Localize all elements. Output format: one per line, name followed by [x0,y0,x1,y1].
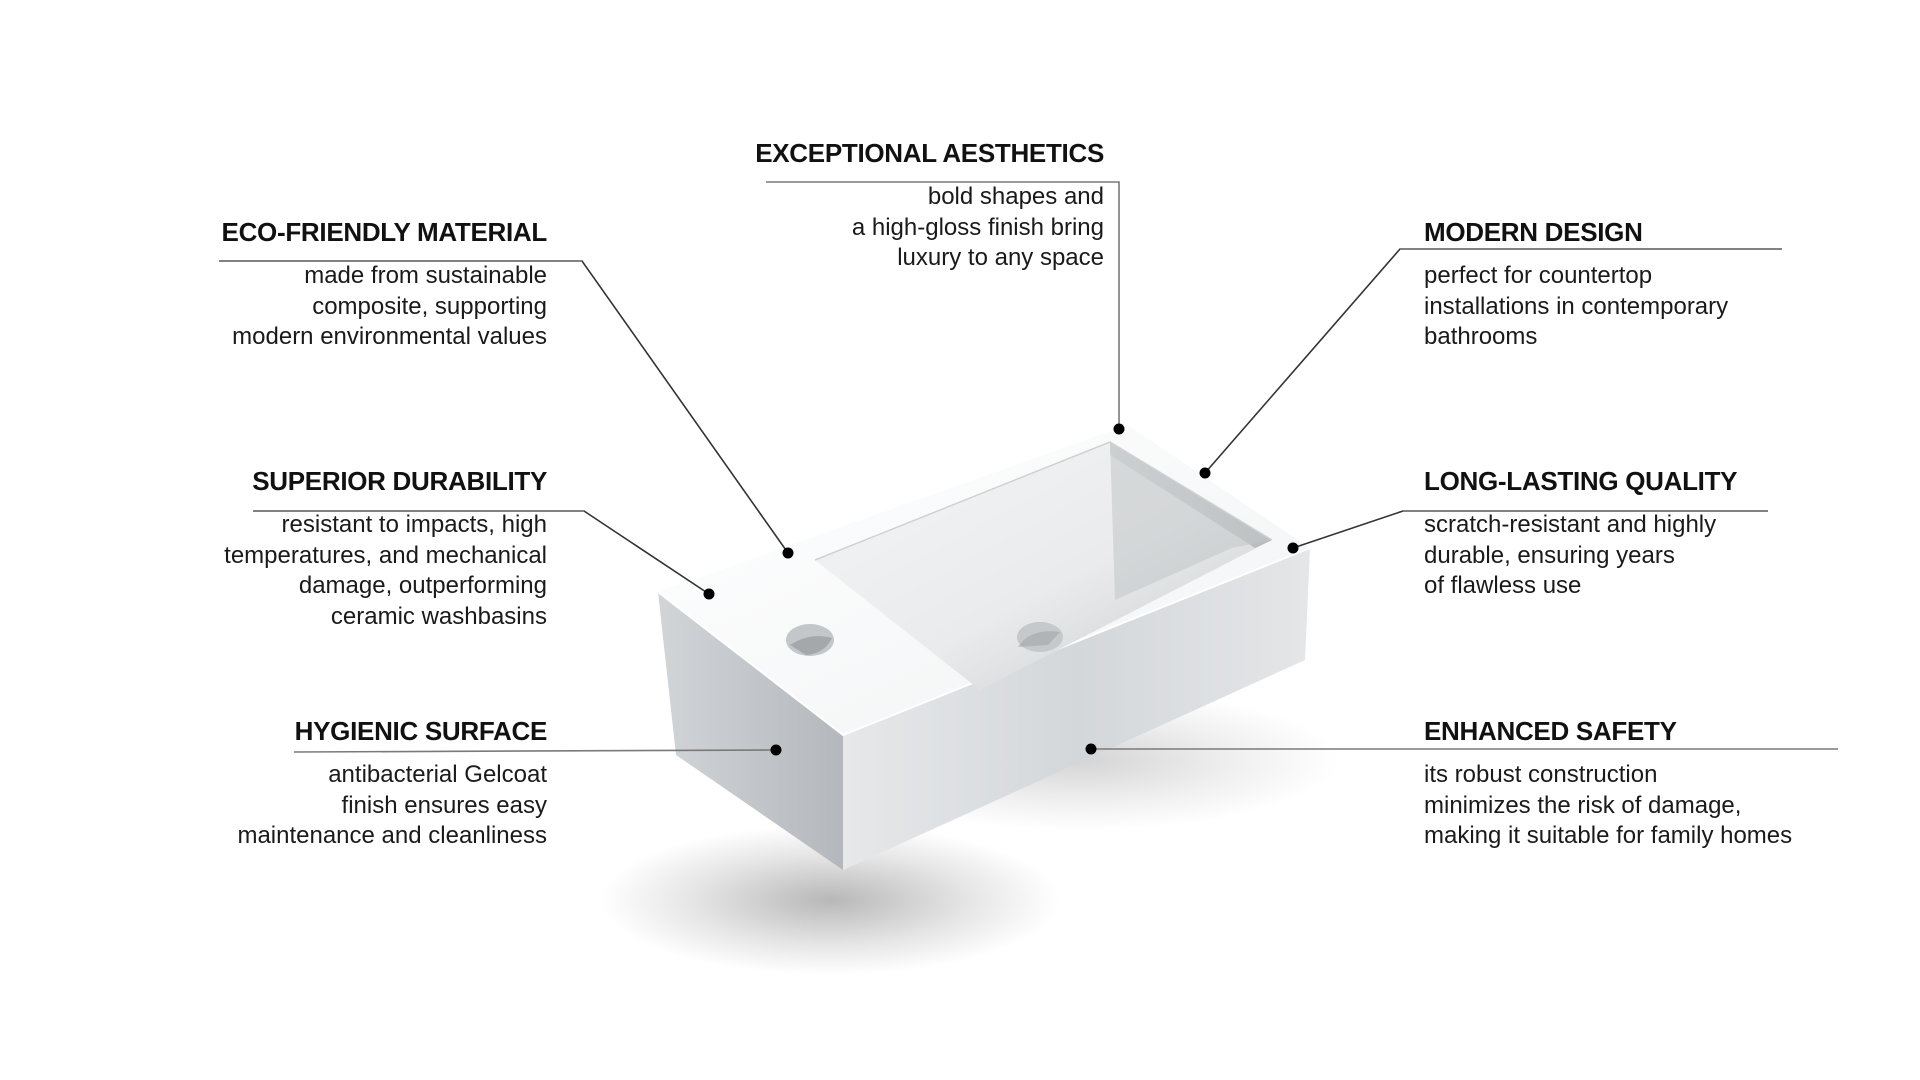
leader-line-hygienic [293,749,777,753]
callout-body: antibacterial Gelcoat finish ensures eas… [237,760,547,852]
leader-line-aesthetics [766,181,1120,429]
callout-line: maintenance and cleanliness [237,822,547,849]
callout-body: its robust construction minimizes the ri… [1424,760,1792,852]
marker-dot-aesthetics [1113,423,1125,435]
callout-title: ECO-FRIENDLY MATERIAL [221,217,548,247]
callout-body: scratch-resistant and highly durable, en… [1424,510,1737,602]
callout-long-lasting-quality: LONG-LASTING QUALITY scratch-resistant a… [1424,466,1738,602]
callout-line: antibacterial Gelcoat [328,761,547,788]
callout-line: modern environmental values [232,323,547,350]
callout-line: bathrooms [1424,323,1538,350]
basin-back-wall [1110,442,1272,600]
drain-shadow [1018,631,1060,647]
callout-title: ENHANCED SAFETY [1424,716,1677,746]
callout-superior-durability: SUPERIOR DURABILITY resistant to impacts… [224,466,547,632]
callout-line: luxury to any space [897,244,1104,271]
sink-edge-highlight [657,547,1311,737]
sink-left-face [658,592,843,870]
marker-dot-hygienic [770,744,782,756]
callout-title: HYGIENIC SURFACE [294,716,548,746]
callout-eco-friendly-material: ECO-FRIENDLY MATERIAL made from sustaina… [221,217,548,353]
callout-line: of flawless use [1424,572,1582,599]
tap-hole-shadow [790,636,832,655]
callout-line: perfect for countertop [1424,262,1653,289]
callout-line: its robust construction [1424,761,1658,788]
marker-dot-safety [1085,743,1097,755]
callout-line: durable, ensuring years [1424,541,1675,569]
floor-shadow [600,825,1060,975]
marker-dot-durability [703,588,715,600]
callout-line: installations in contemporary [1424,292,1729,320]
callout-body: made from sustainable composite, support… [222,261,547,353]
leader-line-headers [219,248,1782,512]
callout-enhanced-safety: ENHANCED SAFETY its robust construction … [1424,716,1792,852]
basin-rim [814,441,1273,561]
callout-title: LONG-LASTING QUALITY [1424,466,1738,496]
callout-modern-design: MODERN DESIGN perfect for countertop ins… [1424,217,1728,353]
marker-dots [703,423,1299,756]
callout-body: perfect for countertop installations in … [1424,261,1728,353]
callout-body: bold shapes and a high-gloss finish brin… [755,182,1104,274]
callout-title: MODERN DESIGN [1424,217,1643,247]
callout-line: temperatures, and mechanical [224,541,547,569]
callout-hygienic-surface: HYGIENIC SURFACE antibacterial Gelcoat f… [237,716,547,852]
marker-dot-long-lasting [1287,542,1299,554]
callout-line: scratch-resistant and highly [1424,511,1717,538]
marker-dot-modern [1199,467,1211,479]
callout-body: resistant to impacts, high temperatures,… [224,510,547,632]
callout-line: composite, supporting [312,292,547,320]
marker-dot-eco [782,547,794,559]
callout-line: making it suitable for family homes [1424,822,1793,849]
callout-line: a high-gloss finish bring [851,213,1104,241]
callout-title: SUPERIOR DURABILITY [252,466,547,496]
callout-exceptional-aesthetics: EXCEPTIONAL AESTHETICS bold shapes and a… [755,138,1104,274]
callout-line: bold shapes and [927,183,1104,210]
callout-title: EXCEPTIONAL AESTHETICS [755,138,1104,168]
sink-front-face [843,548,1310,870]
callout-line: ceramic washbasins [330,602,547,630]
callout-line: minimizes the risk of damage, [1424,791,1742,819]
callout-line: finish ensures easy [341,791,547,819]
callout-line: damage, outperforming [298,572,547,599]
callout-line: made from sustainable [304,262,547,289]
callout-line: resistant to impacts, high [281,511,547,538]
